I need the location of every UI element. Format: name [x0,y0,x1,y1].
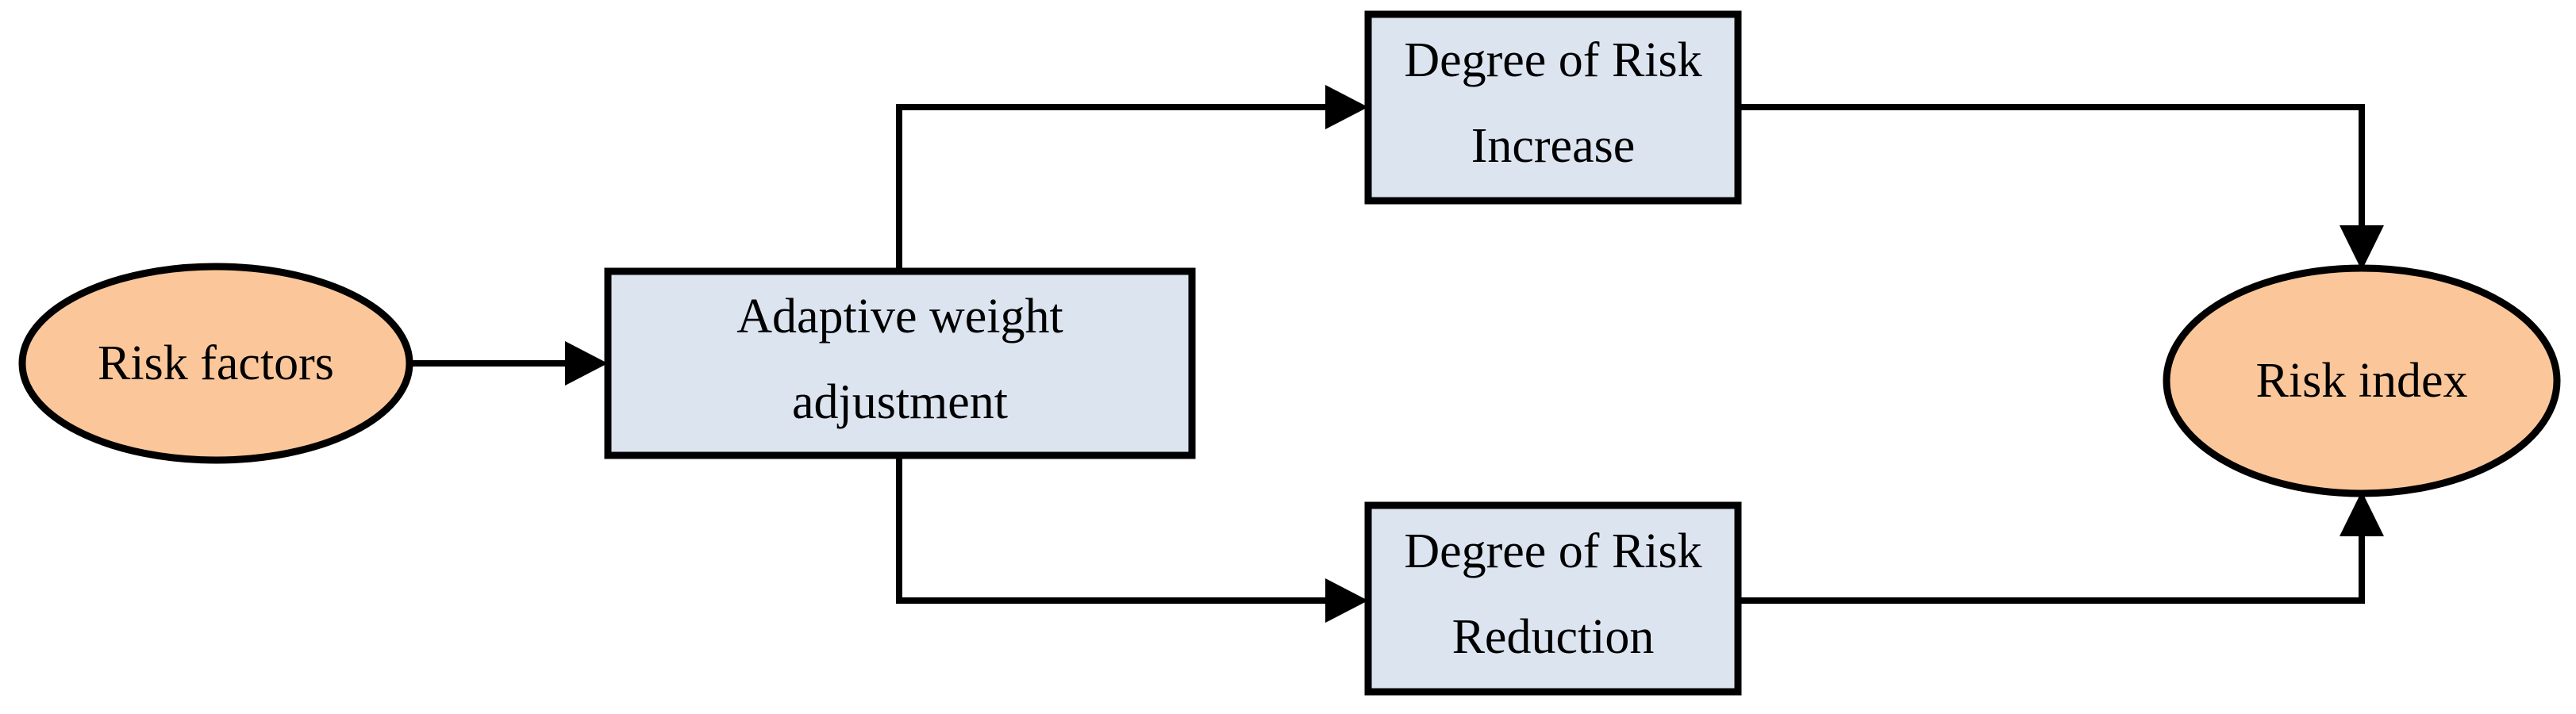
risk-factors-ellipse[interactable] [18,263,413,464]
edge-adaptive-to-increase [896,85,1368,271]
edge-line [896,455,1325,604]
node-layer: Risk factors Adaptive weight adjustment … [18,10,2561,696]
adaptive-weight-adjustment-label-line1: Adaptive weight [736,290,1063,344]
degree-of-risk-reduction-box[interactable] [1364,501,1742,696]
edge-layer [410,85,2384,623]
edge-reduction-to-risk-index [1738,491,2384,604]
degree-of-risk-reduction-label-line1: Degree of Risk [1404,524,1701,578]
risk-index-label: Risk index [2256,354,2468,408]
arrow-head-right-icon [1325,85,1368,129]
node-degree-of-risk-reduction[interactable]: Degree of Risk Reduction [1364,501,1742,696]
adaptive-weight-adjustment-box[interactable] [604,267,1196,459]
degree-of-risk-increase-box[interactable] [1364,10,1742,205]
degree-of-risk-reduction-label-line2: Reduction [1452,610,1655,664]
node-adaptive-weight-adjustment[interactable]: Adaptive weight adjustment [604,267,1196,459]
node-degree-of-risk-increase[interactable]: Degree of Risk Increase [1364,10,1742,205]
risk-index-ellipse[interactable] [2163,264,2561,497]
arrow-head-up-icon [2340,491,2384,536]
node-risk-factors[interactable]: Risk factors [18,263,413,464]
edge-risk-factors-to-adaptive [410,341,608,386]
arrow-head-right-icon [1325,578,1368,623]
edge-line [896,104,1325,271]
adaptive-weight-adjustment-label-line2: adjustment [792,375,1008,429]
arrow-head-right-icon [565,341,608,386]
edge-increase-to-risk-index [1738,104,2384,271]
node-risk-index[interactable]: Risk index [2163,264,2561,497]
risk-factors-label: Risk factors [98,336,334,390]
degree-of-risk-increase-label-line2: Increase [1471,119,1636,173]
edge-line [1738,104,2365,225]
degree-of-risk-increase-label-line1: Degree of Risk [1404,33,1701,87]
edge-line [1738,536,2365,604]
arrow-head-down-icon [2340,225,2384,271]
edge-adaptive-to-reduction [896,455,1368,623]
